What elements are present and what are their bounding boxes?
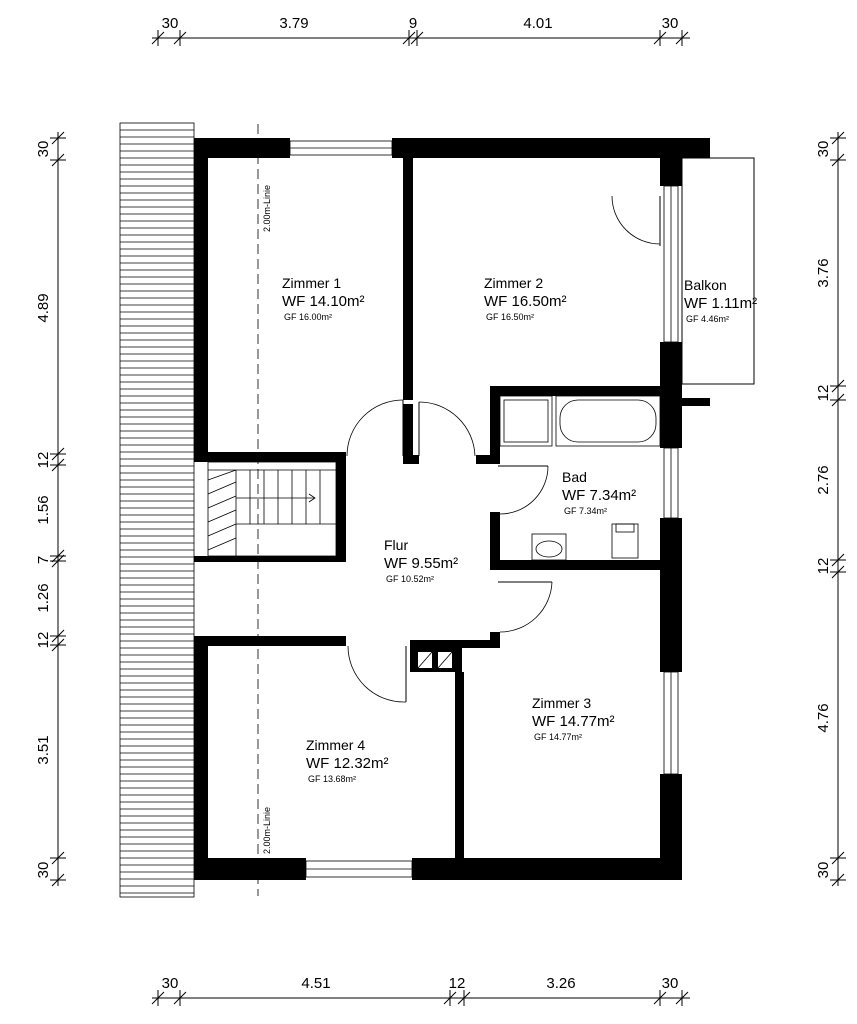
dimension-bottom: 30 4.51 12 3.26 30 [151, 975, 690, 1006]
room-wf: WF 9.55m² [384, 555, 458, 572]
room-gf: GF 10.52m² [386, 574, 434, 584]
dim-left-6: 12 [35, 632, 52, 649]
dim-left-1: 4.89 [35, 293, 52, 322]
two-meter-line-label-top: 2.00m-Linie [262, 185, 272, 232]
dim-bottom-4: 30 [662, 975, 679, 992]
room-wf: WF 12.32m² [306, 755, 389, 772]
room-wf: WF 14.77m² [532, 713, 615, 730]
dim-top-0: 30 [162, 15, 179, 32]
room-zimmer3: Zimmer 3 WF 14.77m² GF 14.77m² [532, 695, 615, 742]
dim-right-0: 30 [815, 141, 832, 158]
room-zimmer1: Zimmer 1 WF 14.10m² GF 16.00m² [282, 275, 365, 322]
room-wf: WF 7.34m² [562, 487, 636, 504]
dim-right-5: 4.76 [815, 703, 832, 732]
dim-left-7: 3.51 [35, 735, 52, 764]
windows [289, 140, 679, 878]
dim-right-2: 12 [815, 385, 832, 402]
dim-right-1: 3.76 [815, 258, 832, 287]
room-name: Zimmer 1 [282, 275, 341, 291]
dim-right-4: 12 [815, 558, 832, 575]
room-gf: GF 16.00m² [284, 312, 332, 322]
dim-left-3: 1.56 [35, 495, 52, 524]
room-name: Flur [384, 537, 408, 553]
two-meter-line-label-bottom: 2.00m-Linie [262, 807, 272, 854]
dim-top-2: 9 [409, 15, 417, 32]
room-wf: WF 14.10m² [282, 293, 365, 310]
doors [346, 195, 661, 703]
dim-top-3: 4.01 [523, 15, 552, 32]
two-meter-line: 2.00m-Linie 2.00m-Linie [257, 124, 272, 896]
room-flur: Flur WF 9.55m² GF 10.52m² [384, 537, 458, 584]
staircase [207, 461, 337, 557]
room-name: Bad [562, 469, 587, 485]
room-balkon: Balkon WF 1.11m² GF 4.46m² [684, 277, 757, 324]
dim-right-3: 2.76 [815, 465, 832, 494]
dim-left-4: 7 [35, 556, 52, 564]
shaft [417, 651, 453, 669]
room-bad: Bad WF 7.34m² GF 7.34m² [562, 469, 636, 516]
dim-bottom-2: 12 [449, 975, 466, 992]
room-gf: GF 16.50m² [486, 312, 534, 322]
dim-left-2: 12 [35, 452, 52, 469]
room-name: Zimmer 4 [306, 737, 365, 753]
dim-top-1: 3.79 [279, 15, 308, 32]
balcony-outline [681, 157, 755, 385]
dim-bottom-3: 3.26 [546, 975, 575, 992]
dim-right-6: 30 [815, 862, 832, 879]
room-gf: GF 13.68m² [308, 774, 356, 784]
external-hatch [119, 122, 195, 898]
dim-left-5: 1.26 [35, 583, 52, 612]
dim-left-0: 30 [35, 141, 52, 158]
dimension-top: 30 3.79 9 4.01 30 [151, 15, 690, 46]
dim-left-8: 30 [35, 862, 52, 879]
dim-bottom-0: 30 [162, 975, 179, 992]
walls [194, 138, 710, 880]
dim-top-4: 30 [662, 15, 679, 32]
dimension-left: 30 4.89 12 1.56 7 1.26 12 3.51 30 [35, 131, 66, 887]
room-name: Balkon [684, 277, 727, 293]
room-zimmer4: Zimmer 4 WF 12.32m² GF 13.68m² [306, 737, 389, 784]
room-name: Zimmer 3 [532, 695, 591, 711]
room-wf: WF 1.11m² [684, 295, 757, 312]
room-name: Zimmer 2 [484, 275, 543, 291]
room-zimmer2: Zimmer 2 WF 16.50m² GF 16.50m² [484, 275, 567, 322]
room-wf: WF 16.50m² [484, 293, 567, 310]
room-gf: GF 14.77m² [534, 732, 582, 742]
room-gf: GF 4.46m² [686, 314, 729, 324]
dimension-right: 30 3.76 12 2.76 12 4.76 30 [815, 131, 846, 887]
room-gf: GF 7.34m² [564, 506, 607, 516]
dim-bottom-1: 4.51 [301, 975, 330, 992]
bathroom-fixtures [499, 395, 661, 561]
